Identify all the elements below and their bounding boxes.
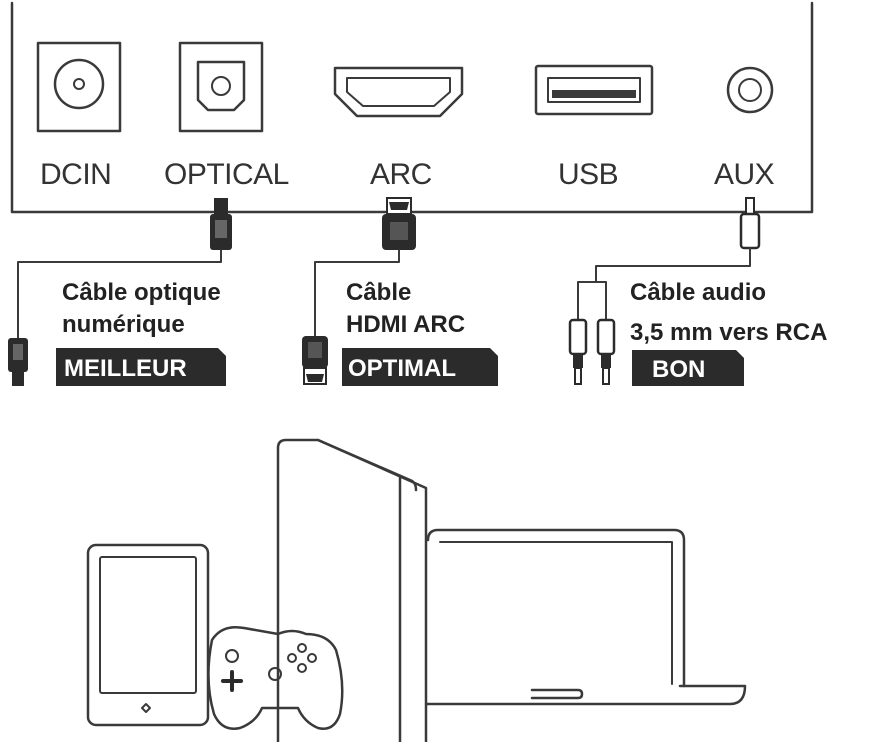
game-controller-icon	[207, 626, 344, 730]
aux-jack-icon	[726, 66, 774, 114]
audio-cable	[568, 197, 761, 385]
audio-cable-label-line2: 3,5 mm vers RCA	[630, 319, 827, 346]
hdmi-rating-text: OPTIMAL	[348, 355, 456, 382]
audio-rating-text: BON	[652, 356, 705, 383]
hdmi-cable-label-line2: HDMI ARC	[346, 311, 465, 338]
port-label-optical: OPTICAL	[164, 158, 289, 191]
port-label-dcin: DCIN	[40, 158, 111, 191]
tablet-icon	[86, 543, 210, 727]
hdmi-port-icon	[333, 66, 464, 118]
port-label-usb: USB	[558, 158, 618, 191]
optical-cable	[8, 198, 232, 386]
hdmi-cable-label-line1: Câble	[346, 279, 411, 306]
hdmi-cable	[302, 197, 416, 385]
optical-cable-label-line2: numérique	[62, 311, 185, 338]
port-label-arc: ARC	[370, 158, 432, 191]
optical-rating-text: MEILLEUR	[64, 355, 187, 382]
optical-cable-label-line1: Câble optique	[62, 279, 221, 306]
audio-cable-label-line1: Câble audio	[630, 279, 766, 306]
game-console-icon	[276, 438, 428, 742]
hdmi-rating-badge: OPTIMAL	[342, 348, 498, 386]
dc-jack-icon	[36, 41, 122, 133]
port-label-aux: AUX	[714, 158, 775, 191]
laptop-icon	[423, 528, 747, 706]
optical-rating-badge: MEILLEUR	[56, 348, 226, 386]
usb-port-icon	[534, 64, 654, 116]
audio-rating-badge: BON	[632, 350, 744, 386]
optical-port-icon	[178, 41, 264, 133]
